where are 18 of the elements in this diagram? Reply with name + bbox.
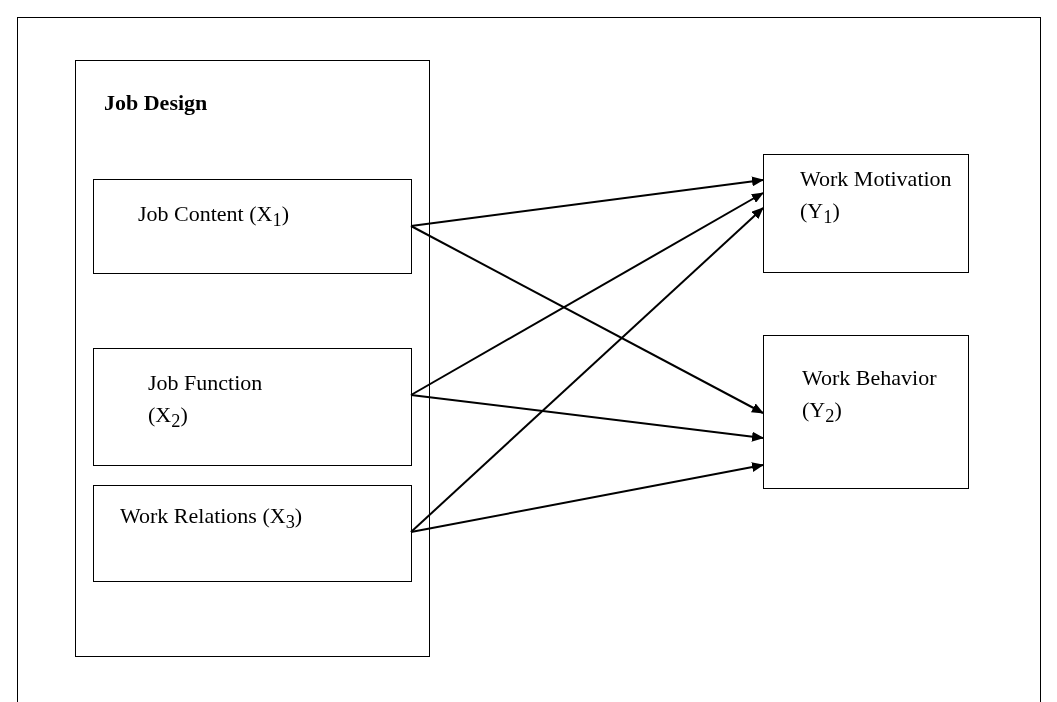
arrow xyxy=(410,176,764,227)
group-title: Job Design xyxy=(104,89,209,117)
variable-box xyxy=(93,348,412,466)
variable-box xyxy=(93,179,412,274)
arrow xyxy=(410,225,764,414)
variable-label: Job Function (X$_{2}$) xyxy=(148,369,264,434)
arrow xyxy=(410,394,764,442)
group-box xyxy=(75,60,430,657)
arrow xyxy=(410,192,764,396)
variable-label: Job Content (X$_{1}$) xyxy=(138,200,290,233)
variable-label: Work Relations (X$_{3}$) xyxy=(120,502,304,535)
variable-box xyxy=(763,335,969,489)
arrow xyxy=(410,207,764,533)
variable-label: Work Behavior (Y$_{2}$) xyxy=(802,364,938,429)
variable-box xyxy=(763,154,969,273)
arrow xyxy=(410,462,764,533)
variable-box xyxy=(93,485,412,582)
variable-label: Work Motivation (Y$_{1}$) xyxy=(800,165,953,230)
